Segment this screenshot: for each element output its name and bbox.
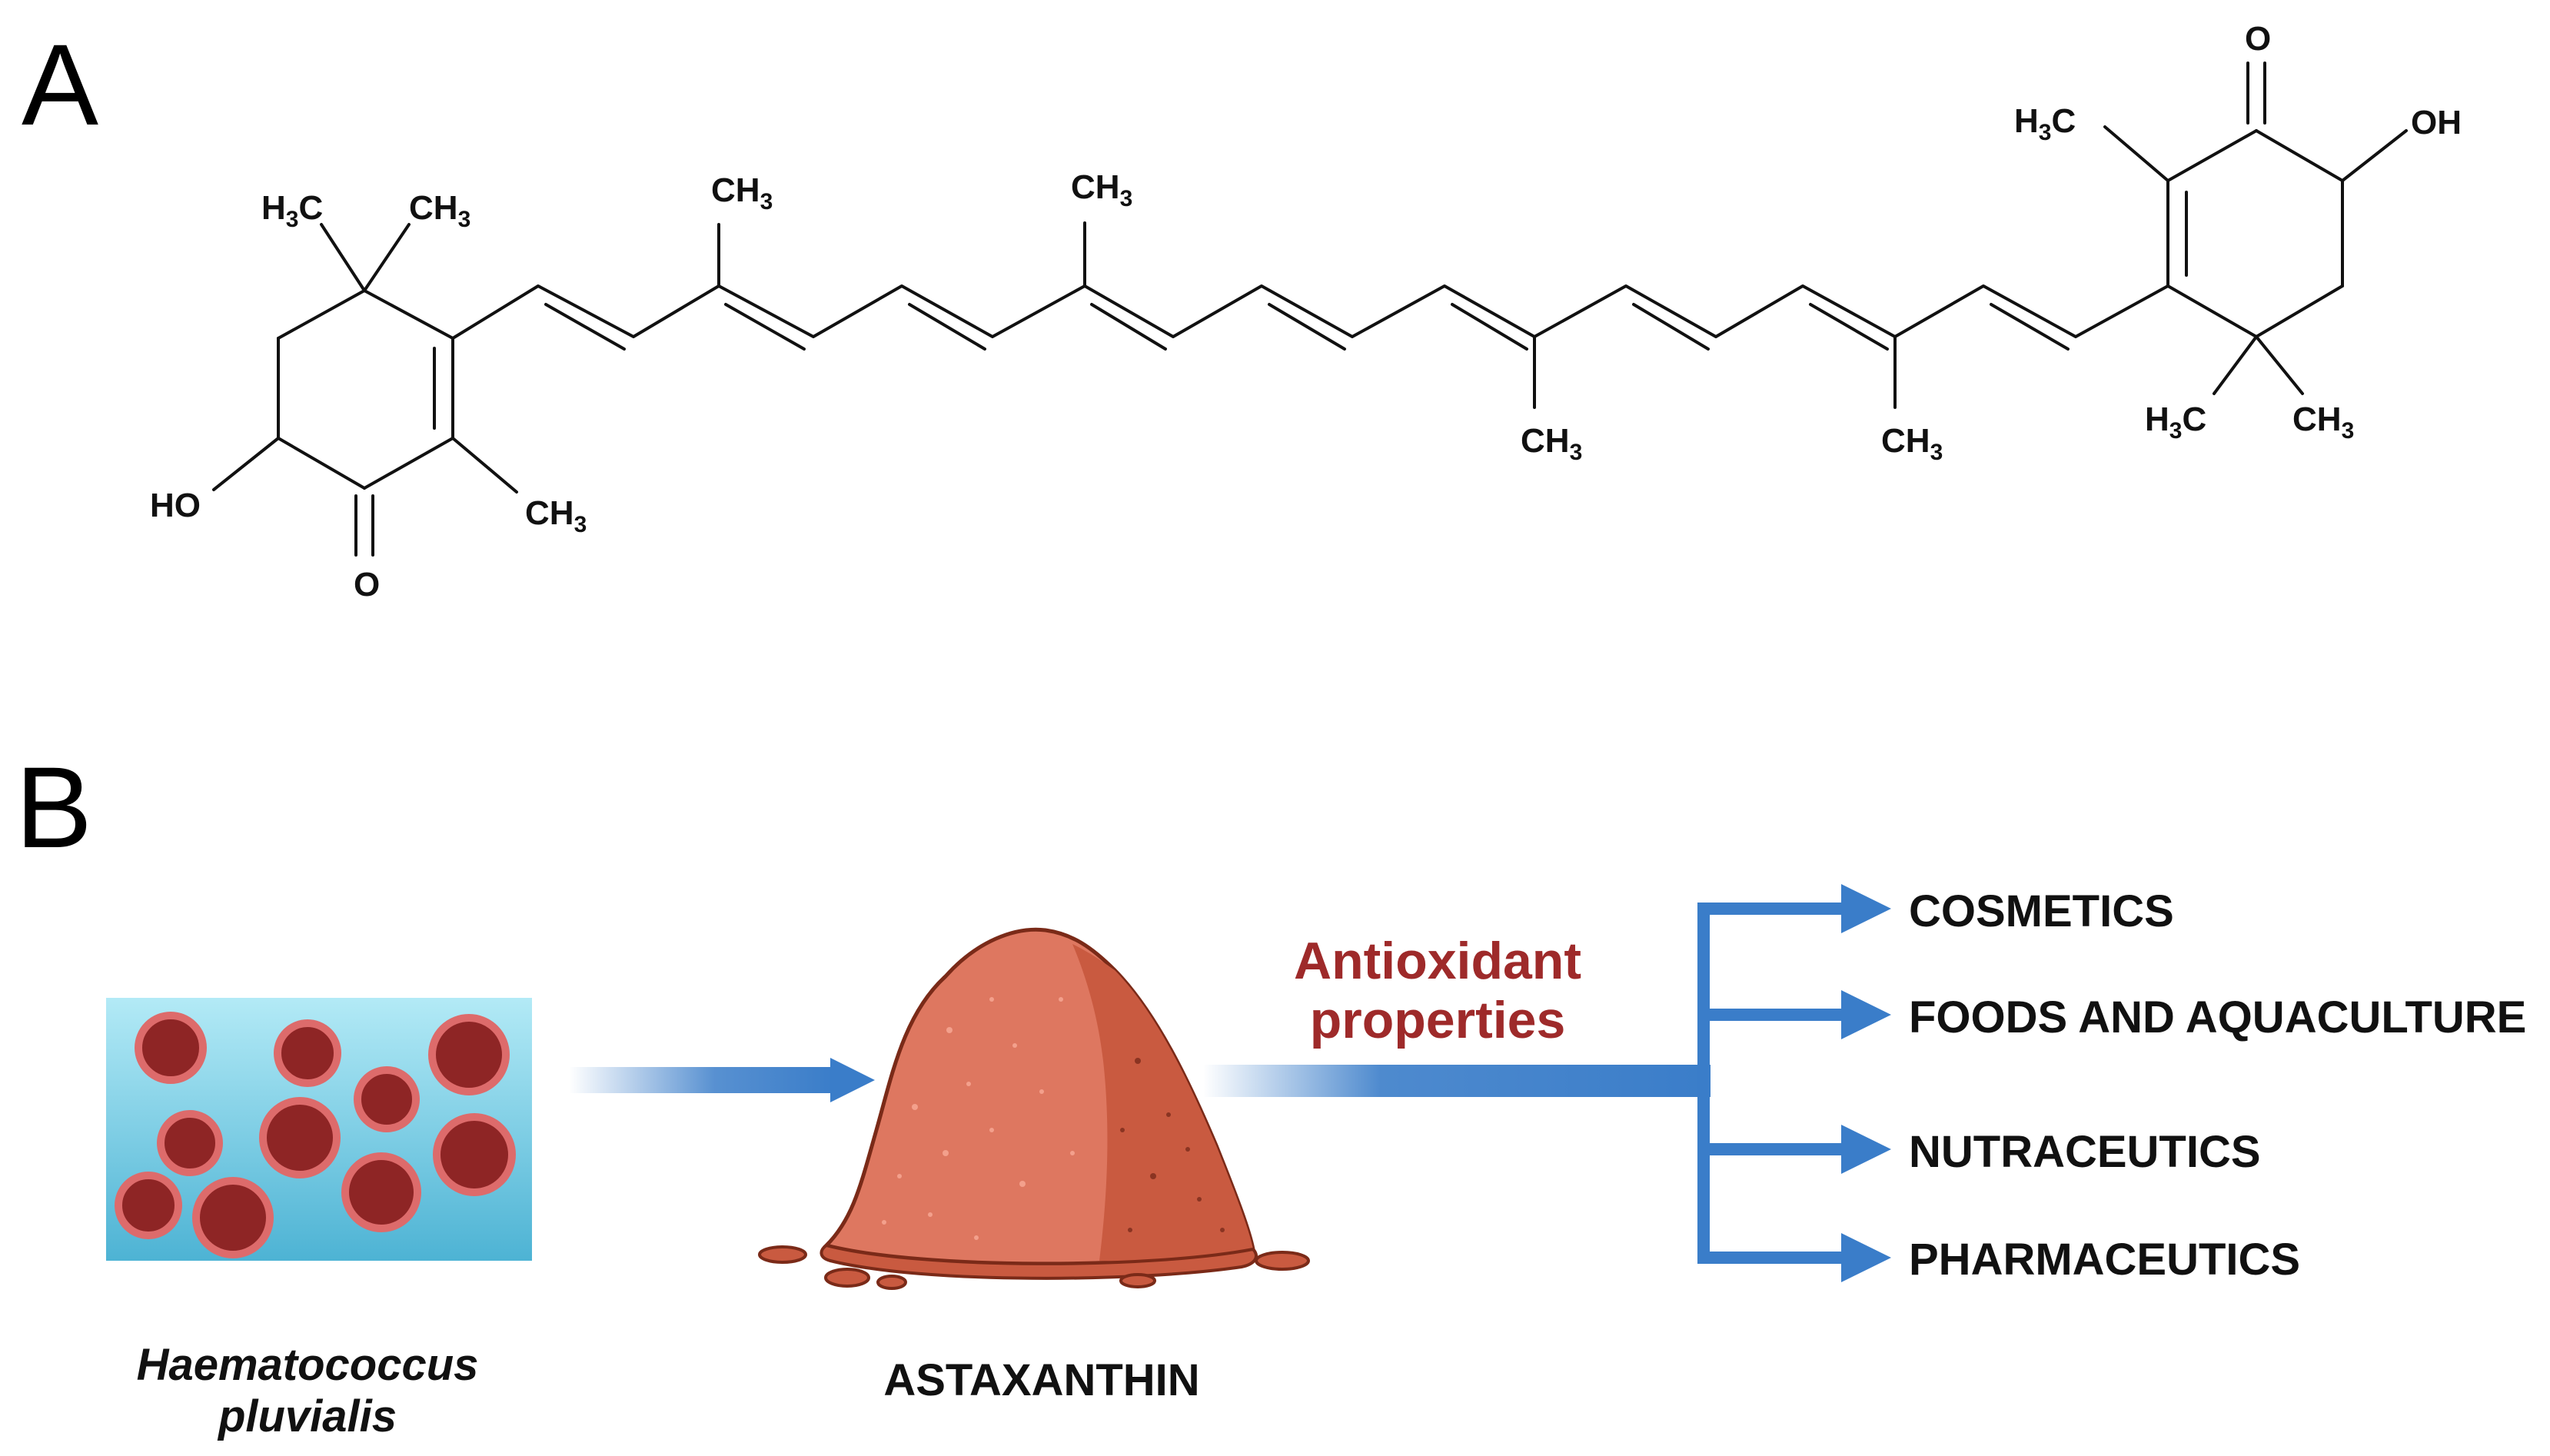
label-h3c-right-bottom: H3C bbox=[2145, 401, 2206, 444]
powder-pile-shadow bbox=[1072, 944, 1253, 1262]
label-ch3-chain-4: CH3 bbox=[1881, 422, 1943, 465]
arrow-algae-to-powder bbox=[569, 1058, 875, 1102]
algae-cell bbox=[192, 1177, 274, 1258]
label-o-left: O bbox=[354, 566, 380, 603]
arrow-powder-to-applications bbox=[1203, 884, 1891, 1282]
branch-arrowhead-foods bbox=[1841, 990, 1891, 1039]
product-label: ASTAXANTHIN bbox=[883, 1355, 1199, 1405]
application-label-cosmetics: COSMETICS bbox=[1909, 886, 2174, 936]
algae-cell bbox=[354, 1066, 420, 1132]
label-ch3-chain-2: CH3 bbox=[1071, 168, 1132, 211]
astaxanthin-powder-icon bbox=[758, 927, 1310, 1290]
branch-shaft-pharmaceutics bbox=[1697, 1252, 1845, 1264]
branch-shaft-nutraceutics bbox=[1697, 1143, 1845, 1155]
label-ch3-left-top: CH3 bbox=[409, 189, 470, 232]
branch-shaft-cosmetics bbox=[1697, 903, 1845, 915]
branch-arrowhead-pharmaceutics bbox=[1841, 1233, 1891, 1282]
right-ring-bonds bbox=[2103, 61, 2408, 395]
application-label-foods: FOODS AND AQUACULTURE bbox=[1909, 992, 2526, 1042]
powder-specks bbox=[882, 997, 1075, 1240]
astaxanthin-structure: H3C CH3 CH3 HO O CH3 CH3 CH3 CH3 O OH H3… bbox=[150, 20, 2462, 603]
powder-pile-base bbox=[820, 1243, 1258, 1280]
algae-cell bbox=[115, 1172, 182, 1239]
label-ch3-chain-3: CH3 bbox=[1521, 422, 1582, 465]
algae-cell bbox=[274, 1019, 341, 1087]
algae-cell bbox=[433, 1113, 516, 1196]
algae-cell bbox=[135, 1012, 207, 1084]
label-o-right: O bbox=[2245, 20, 2271, 58]
algae-cells bbox=[115, 1012, 516, 1258]
label-ch3-chain-1: CH3 bbox=[711, 171, 773, 214]
label-oh-right: OH bbox=[2411, 104, 2462, 141]
algae-cell bbox=[341, 1152, 421, 1232]
application-labels: COSMETICS FOODS AND AQUACULTURE NUTRACEU… bbox=[1909, 886, 2526, 1285]
label-h3c-right-top: H3C bbox=[2014, 102, 2076, 145]
source-label-line1: Haematococcus bbox=[137, 1340, 479, 1390]
application-label-pharmaceutics: PHARMACEUTICS bbox=[1909, 1235, 2300, 1285]
property-label-line2: properties bbox=[1310, 991, 1566, 1049]
branch-arrowhead-cosmetics bbox=[1841, 884, 1891, 933]
panel-label-b: B bbox=[15, 743, 92, 872]
algae-culture bbox=[106, 998, 532, 1261]
label-ch3-right-bottom: CH3 bbox=[2292, 401, 2354, 444]
powder-dark-specks bbox=[1120, 1058, 1225, 1232]
source-label-line2: pluvialis bbox=[217, 1391, 397, 1441]
left-ring-bonds bbox=[212, 223, 518, 557]
application-branches bbox=[1697, 884, 1891, 1282]
algae-cell bbox=[157, 1110, 223, 1176]
label-ch3-left-bottom: CH3 bbox=[525, 494, 587, 537]
label-ho-left: HO bbox=[150, 487, 201, 524]
property-label-line1: Antioxidant bbox=[1294, 932, 1581, 990]
algae-cell bbox=[428, 1014, 510, 1095]
application-label-nutraceutics: NUTRACEUTICS bbox=[1909, 1127, 2261, 1177]
branch-shaft-foods bbox=[1697, 1009, 1845, 1021]
panel-label-a: A bbox=[22, 20, 98, 149]
label-h3c-left-top: H3C bbox=[261, 189, 323, 232]
powder-crumbs bbox=[758, 1245, 1310, 1290]
algae-cell bbox=[259, 1097, 341, 1178]
polyene-chain bbox=[451, 221, 2169, 409]
branch-arrowhead-nutraceutics bbox=[1841, 1125, 1891, 1174]
